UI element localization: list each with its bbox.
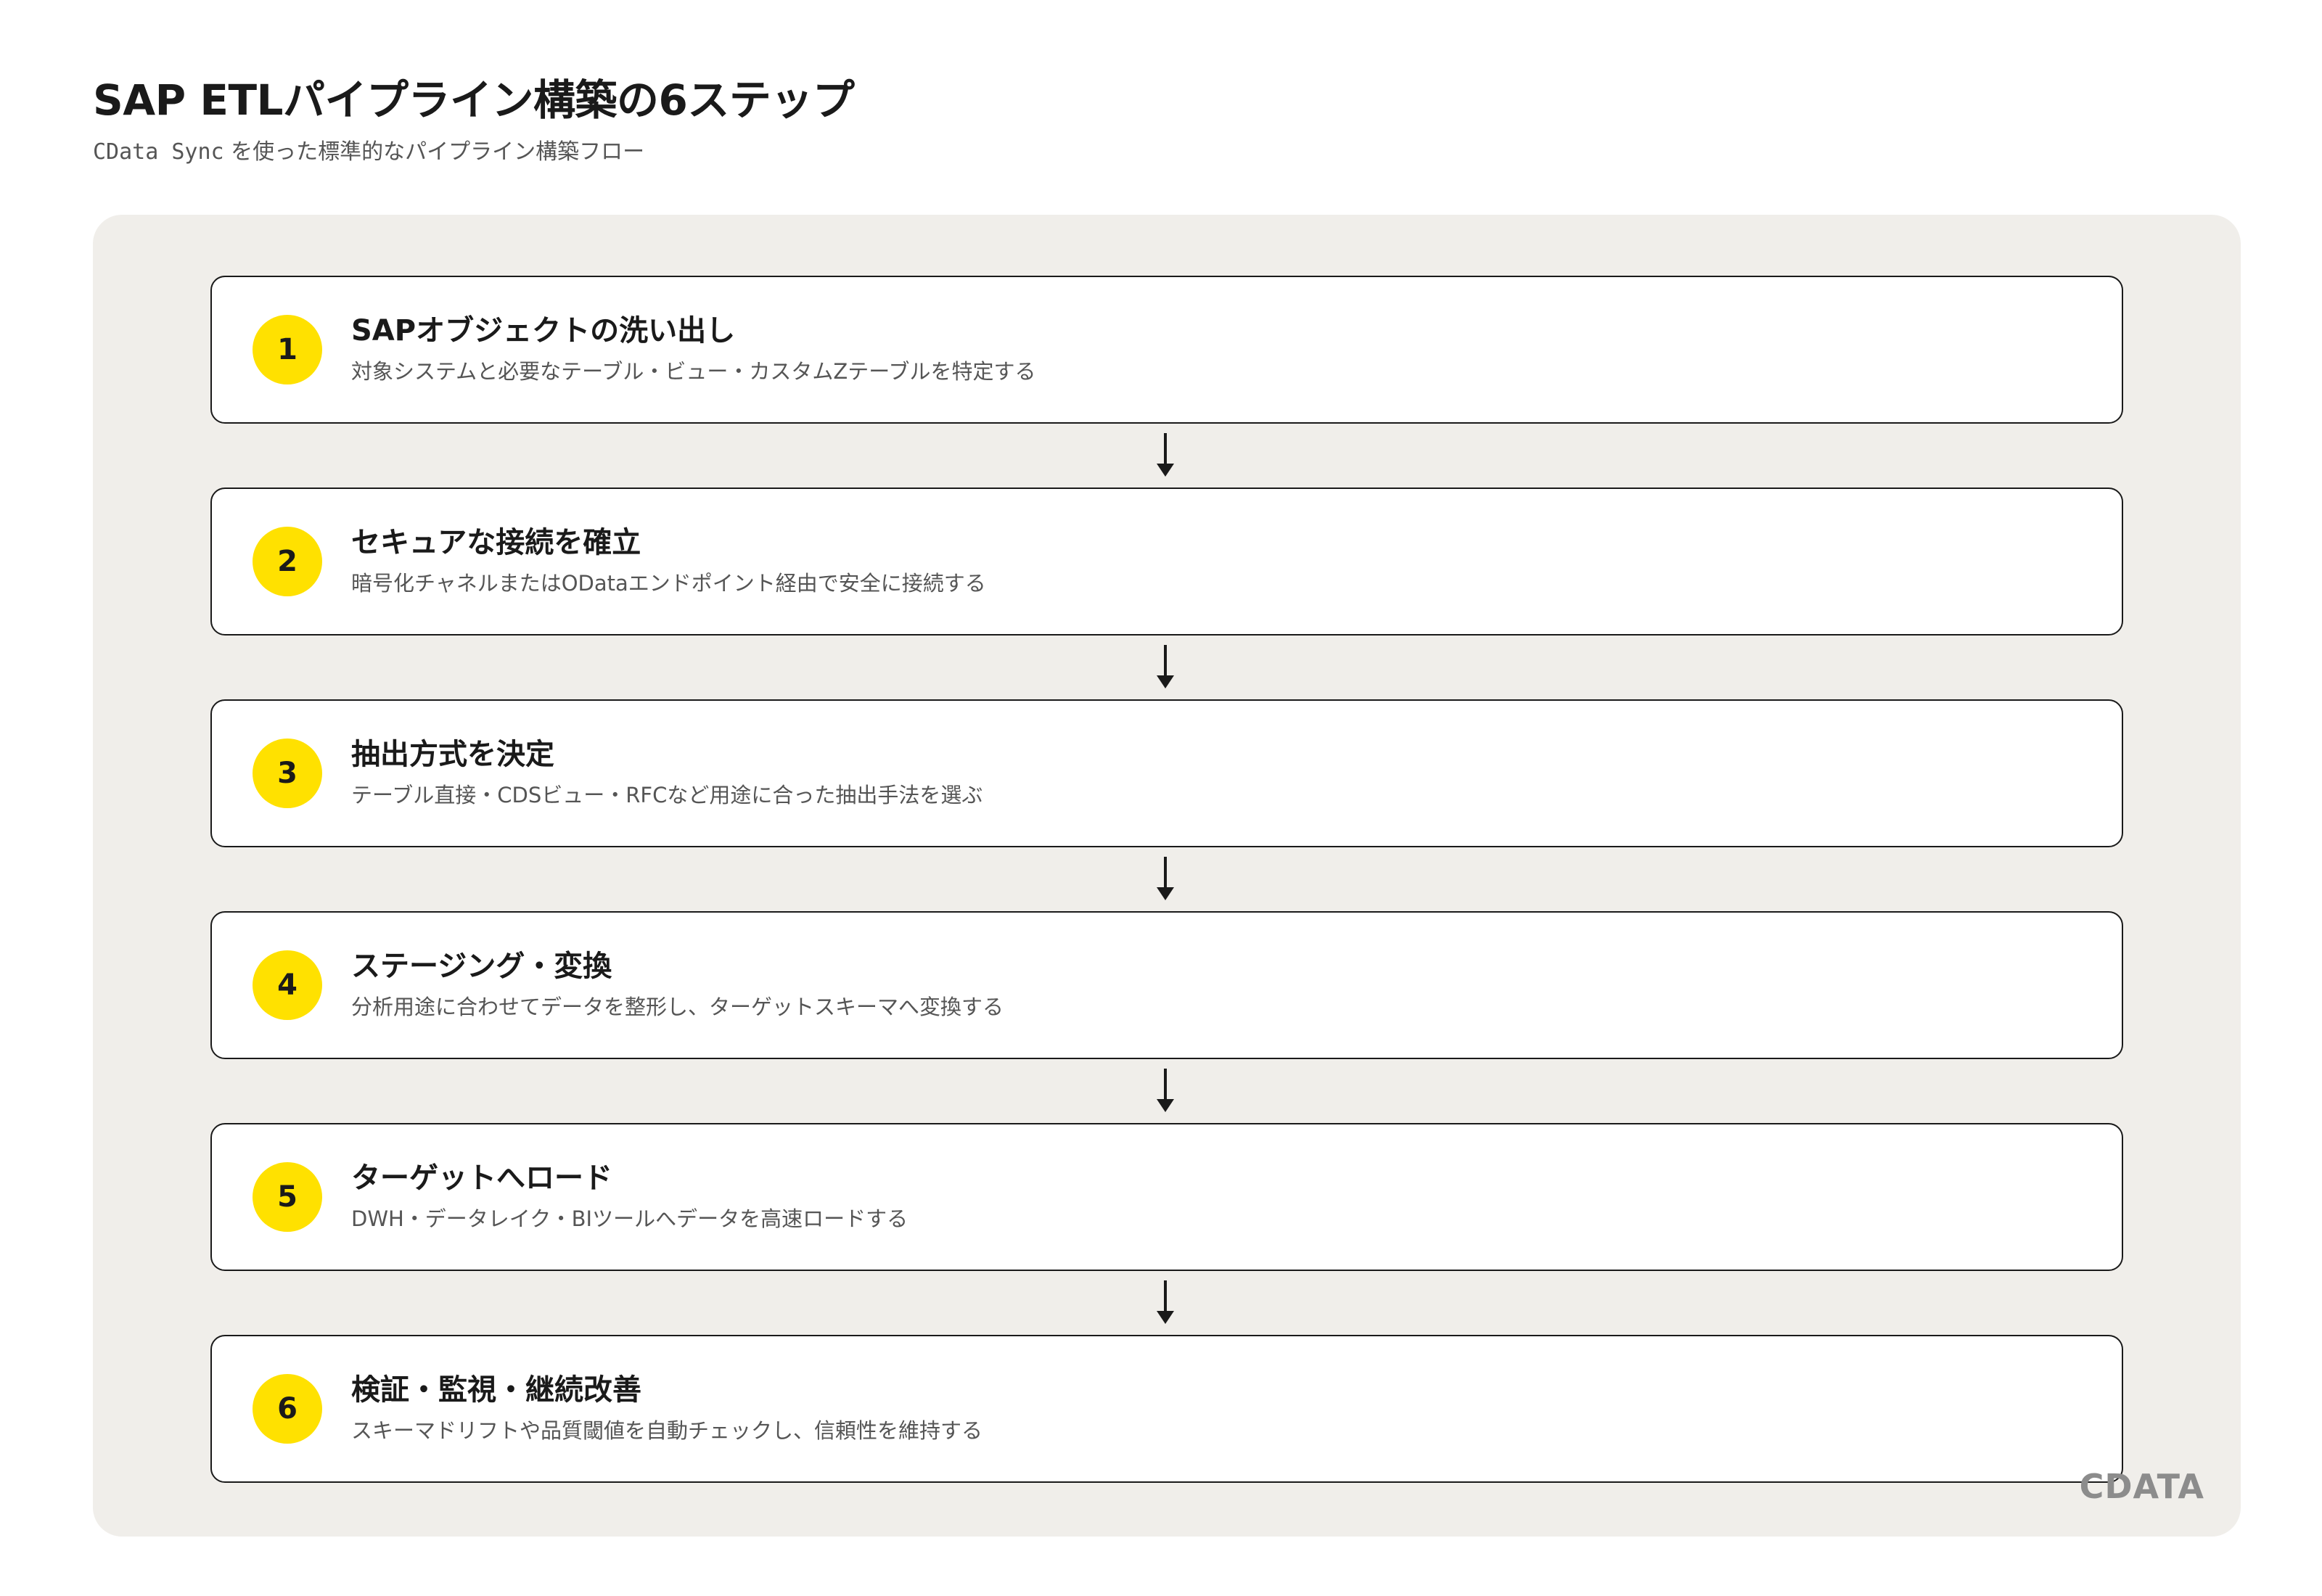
connector-1-2 [210,424,2120,488]
step-number-badge: 2 [253,527,322,596]
cdata-logo: CDATA [2080,1467,2204,1506]
flow-panel: 1 SAPオブジェクトの洗い出し 対象システムと必要なテーブル・ビュー・カスタム… [93,215,2241,1537]
step-description: DWH・データレイク・BIツールへデータを高速ロードする [351,1206,908,1231]
connector-2-3 [210,635,2120,699]
step-description: スキーマドリフトや品質閾値を自動チェックし、信頼性を維持する [351,1418,983,1443]
step-number-badge: 1 [253,315,322,384]
step-number-badge: 4 [253,950,322,1020]
step-title: ターゲットへロード [351,1161,612,1195]
arrow-down-icon [1157,1280,1174,1324]
arrow-down-icon [1157,433,1174,477]
step-title: SAPオブジェクトの洗い出し [351,314,736,347]
subtitle-product: CData Sync [93,139,224,165]
step-description: テーブル直接・CDSビュー・RFCなど用途に合った抽出手法を選ぶ [351,783,983,807]
step-card-6: 6 検証・監視・継続改善 スキーマドリフトや品質閾値を自動チェックし、信頼性を維… [210,1335,2123,1483]
connector-4-5 [210,1059,2120,1123]
step-description: 分析用途に合わせてデータを整形し、ターゲットスキーマへ変換する [351,995,1004,1019]
page-subtitle: CData Sync を使った標準的なパイプライン構築フロー [93,136,644,168]
step-description: 対象システムと必要なテーブル・ビュー・カスタムZテーブルを特定する [351,359,1036,384]
step-title: 抽出方式を決定 [351,738,554,771]
step-description: 暗号化チャネルまたはODataエンドポイント経由で安全に接続する [351,571,986,596]
step-card-5: 5 ターゲットへロード DWH・データレイク・BIツールへデータを高速ロードする [210,1123,2123,1271]
page-title: SAP ETLパイプライン構築の6ステップ [93,75,855,125]
arrow-down-icon [1157,1069,1174,1112]
step-number-badge: 5 [253,1162,322,1232]
step-title: セキュアな接続を確立 [351,526,641,559]
connector-3-4 [210,847,2120,911]
step-card-3: 3 抽出方式を決定 テーブル直接・CDSビュー・RFCなど用途に合った抽出手法を… [210,699,2123,847]
step-number-badge: 6 [253,1374,322,1444]
connector-5-6 [210,1271,2120,1335]
subtitle-text: を使った標準的なパイプライン構築フロー [223,139,645,165]
arrow-down-icon [1157,645,1174,688]
arrow-down-icon [1157,857,1174,900]
step-number-badge: 3 [253,739,322,808]
step-list: 1 SAPオブジェクトの洗い出し 対象システムと必要なテーブル・ビュー・カスタム… [210,276,2123,1483]
step-title: ステージング・変換 [351,950,612,983]
step-card-1: 1 SAPオブジェクトの洗い出し 対象システムと必要なテーブル・ビュー・カスタム… [210,276,2123,424]
logo-text: CDATA [2079,1467,2204,1506]
step-card-2: 2 セキュアな接続を確立 暗号化チャネルまたはODataエンドポイント経由で安全… [210,488,2123,635]
step-title: 検証・監視・継続改善 [351,1373,641,1407]
step-card-4: 4 ステージング・変換 分析用途に合わせてデータを整形し、ターゲットスキーマへ変… [210,911,2123,1059]
